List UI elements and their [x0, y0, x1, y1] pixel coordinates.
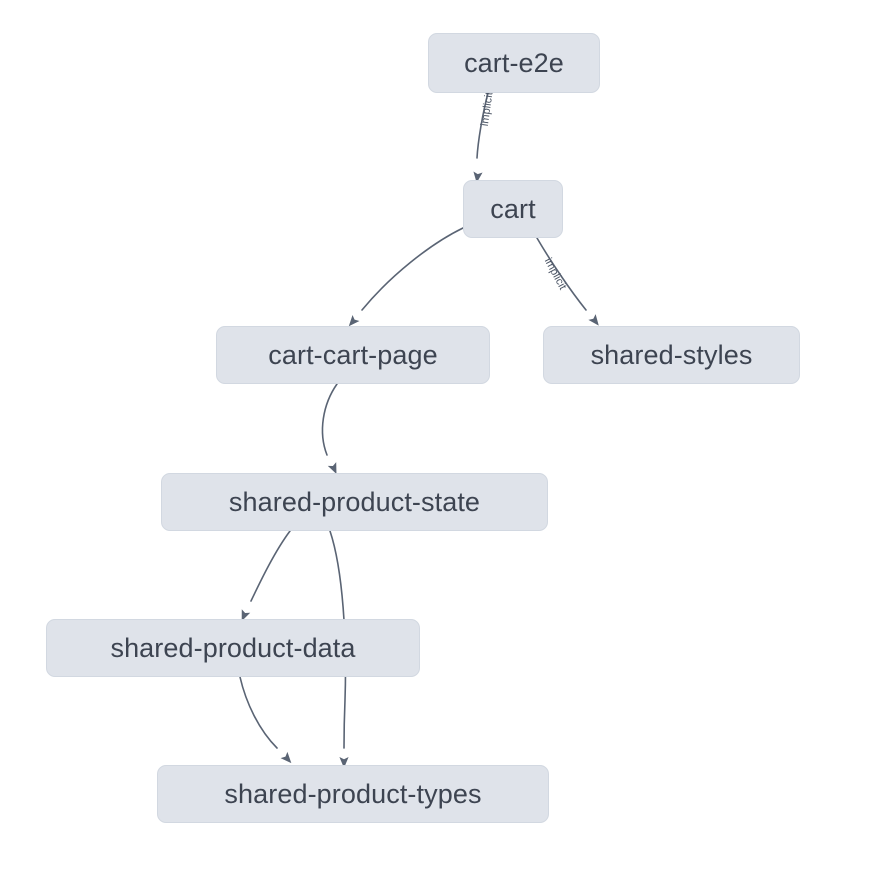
arrowhead-shared-product-state__shared-product-types	[339, 757, 349, 768]
graph-node-shared-styles[interactable]: shared-styles	[543, 326, 800, 384]
arrowhead-cart-cart-page__shared-product-state	[327, 462, 337, 475]
graph-node-shared-product-state[interactable]: shared-product-state	[161, 473, 548, 531]
edge-shared-product-state__shared-product-data	[250, 530, 291, 602]
graph-node-cart[interactable]: cart	[463, 180, 563, 238]
edge-cart__cart-cart-page	[361, 227, 464, 311]
graph-node-shared-product-data[interactable]: shared-product-data	[46, 619, 420, 677]
edge-cart__shared-styles	[536, 237, 587, 311]
arrowhead-cart__shared-styles	[588, 314, 599, 326]
edge-cart-e2e__cart	[476, 92, 489, 159]
graph-node-cart-cart-page[interactable]: cart-cart-page	[216, 326, 490, 384]
arrowhead-shared-product-data__shared-product-types	[280, 751, 292, 764]
edge-shared-product-data__shared-product-types	[239, 676, 278, 749]
arrowhead-shared-product-state__shared-product-data	[241, 609, 251, 622]
arrowhead-cart__cart-cart-page	[348, 314, 360, 327]
graph-node-shared-product-types[interactable]: shared-product-types	[157, 765, 549, 823]
edge-cart-cart-page__shared-product-state	[321, 383, 338, 456]
graph-node-cart-e2e[interactable]: cart-e2e	[428, 33, 600, 93]
arrowhead-cart-e2e__cart	[473, 171, 483, 183]
